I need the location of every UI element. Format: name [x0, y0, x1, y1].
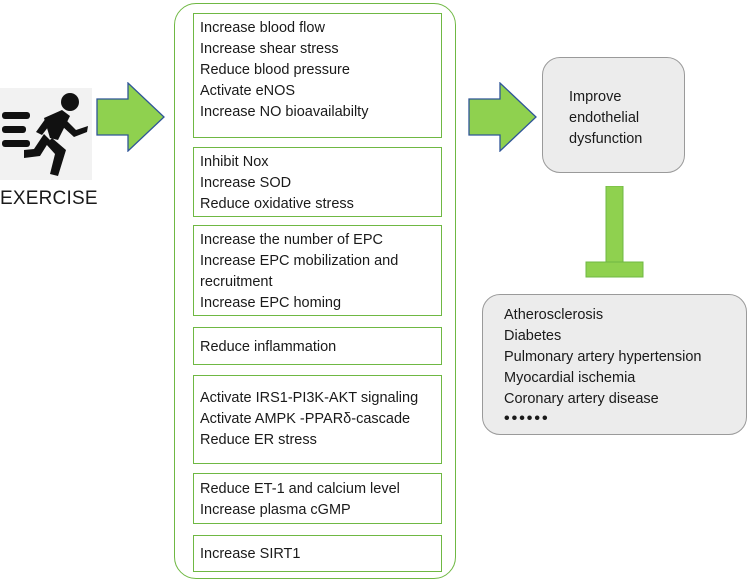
disease-item: Myocardial ischemia [504, 370, 636, 386]
mechanism-box-epc: Increase the number of EPC Increase EPC … [193, 225, 442, 316]
disease-item: Coronary artery disease [504, 391, 659, 407]
mechanism-text: Increase SIRT1 [200, 546, 301, 562]
mechanism-box-oxidative-stress: Inhibit Nox Increase SOD Reduce oxidativ… [193, 147, 442, 217]
mechanism-text: Inhibit Nox [200, 154, 269, 170]
mechanisms-panel [174, 3, 456, 579]
mechanism-text: Reduce inflammation [200, 339, 337, 355]
mechanism-box-inflammation: Reduce inflammation [193, 327, 442, 365]
mechanism-text: Increase NO bioavailabilty [200, 104, 369, 120]
mechanism-box-sirt1: Increase SIRT1 [193, 535, 442, 572]
disease-item: Atherosclerosis [504, 307, 604, 323]
mechanism-text: Reduce ET-1 and calcium level [200, 481, 400, 497]
disease-item: Diabetes [504, 328, 562, 344]
mechanism-box-et1: Reduce ET-1 and calcium level Increase p… [193, 473, 442, 524]
exercise-label: EXERCISE [0, 188, 98, 209]
mechanism-text: Reduce blood pressure [200, 62, 350, 78]
mechanism-text: recruitment [200, 274, 273, 290]
mechanism-text: Activate IRS1-PI3K-AKT signaling [200, 390, 419, 406]
mechanism-text: Increase EPC homing [200, 295, 342, 311]
mechanism-text: Increase blood flow [200, 20, 325, 36]
mechanism-text: Increase shear stress [200, 41, 339, 57]
mechanism-box-blood-flow: Increase blood flow Increase shear stres… [193, 13, 442, 138]
arrow-exercise-to-mechanisms [96, 82, 166, 152]
mechanism-box-signaling: Activate IRS1-PI3K-AKT signaling Activat… [193, 375, 442, 464]
mechanism-text: Increase plasma cGMP [200, 502, 351, 518]
mechanism-text: Increase the number of EPC [200, 232, 383, 248]
mechanism-text: Increase EPC mobilization and [200, 253, 399, 269]
disease-box: Atherosclerosis Diabetes Pulmonary arter… [482, 294, 747, 435]
disease-item: Pulmonary artery hypertension [504, 349, 702, 365]
outcome-box: Improve endothelial dysfunction [542, 57, 685, 173]
mechanism-text: Reduce oxidative stress [200, 196, 354, 212]
running-person-icon [0, 88, 92, 180]
ellipsis-more: •••••• [504, 410, 550, 427]
mechanism-text: Activate eNOS [200, 83, 296, 99]
outcome-text: endothelial [569, 110, 640, 126]
mechanism-text: Increase SOD [200, 175, 292, 191]
outcome-text: Improve [569, 89, 622, 105]
arrow-mechanisms-to-outcome [468, 82, 538, 152]
outcome-text: dysfunction [569, 131, 643, 147]
mechanism-text: Reduce ER stress [200, 432, 317, 448]
inhibition-connector [585, 186, 645, 280]
mechanism-text: Activate AMPK -PPARδ-cascade [200, 411, 411, 427]
